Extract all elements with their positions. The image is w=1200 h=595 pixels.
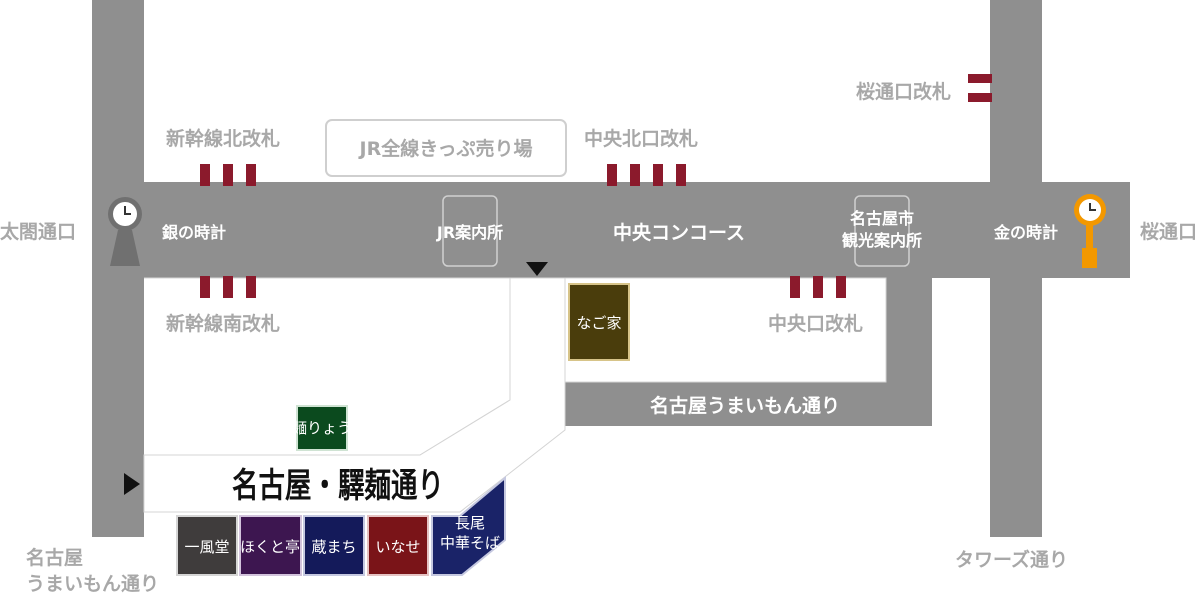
gate-marker	[968, 93, 992, 102]
shop-name: 蔵まち	[311, 538, 356, 556]
tourist-info-desk[interactable]	[854, 195, 910, 267]
shop-tile	[303, 515, 365, 576]
shop-tile	[431, 475, 506, 576]
shinkansen-south-gate-label: 新幹線南改札	[166, 312, 280, 335]
shop-menryou[interactable]: 麺りょう	[292, 405, 352, 451]
shop-nagoya[interactable]: なご家	[568, 283, 630, 361]
shop-nagao-chuka-soba[interactable]: 長尾 中華そば	[431, 475, 506, 576]
gate-marker	[246, 164, 256, 186]
gate-marker	[223, 164, 233, 186]
umaimon-room-outline	[564, 277, 887, 383]
corridors	[92, 0, 1130, 537]
shop-inase[interactable]: いなせ	[367, 515, 429, 576]
sakura-dori-exit-label: 桜通口	[1140, 220, 1197, 243]
umaimon-connector	[886, 278, 932, 426]
chuo-north-gate-label: 中央北口改札	[584, 127, 698, 150]
shop-name: ほくと亭	[240, 538, 300, 556]
shop-name-line2: 中華そば	[440, 534, 500, 552]
shop-tile	[176, 515, 238, 576]
central-concourse-corridor	[92, 182, 1130, 278]
shop-name-line1: 長尾	[455, 514, 485, 532]
gate-marker	[968, 74, 992, 83]
shop-name: なご家	[576, 314, 621, 332]
triangle-down-icon	[526, 262, 548, 276]
tourist-info-label-1: 名古屋市	[850, 209, 914, 228]
gate-marker	[200, 276, 210, 298]
gold-clock-icon	[1074, 194, 1106, 268]
gate-marker	[790, 276, 800, 298]
umaimon-dori-label: 名古屋うまいもん通り	[650, 394, 840, 417]
triangle-right-icon	[124, 473, 140, 495]
sakura-gate-label: 桜通口改札	[856, 80, 951, 103]
ramen-street-title: 名古屋・驛麺通り	[232, 466, 444, 506]
shop-kuramachi[interactable]: 蔵まち	[303, 515, 365, 576]
shop-tile	[296, 405, 348, 451]
jr-info-desk-label: JR案内所	[436, 223, 503, 242]
shop-hokutotei[interactable]: ほくと亭	[239, 515, 302, 576]
shop-ippudo[interactable]: 一風堂	[176, 515, 238, 576]
gate-marker	[676, 164, 686, 186]
umaimon-exit-label-1: 名古屋	[26, 546, 83, 569]
tourist-info-label-2: 観光案内所	[842, 231, 922, 250]
shop-tile	[568, 283, 630, 361]
shop-tile	[239, 515, 302, 576]
silver-clock-icon	[108, 197, 142, 266]
jr-ticket-office-label: JR全線きっぷ売り場	[358, 137, 533, 160]
shop-tile	[367, 515, 429, 576]
umaimon-exit-label-2: うまいもん通り	[26, 573, 159, 595]
gate-marker	[607, 164, 617, 186]
jr-ticket-office[interactable]	[325, 119, 567, 177]
gate-marker	[653, 164, 663, 186]
gate-marker	[630, 164, 640, 186]
gate-marker	[813, 276, 823, 298]
umaimon-corridor	[565, 382, 932, 426]
taiko-dori-exit-label: 太閤通口	[0, 220, 76, 243]
gold-clock-label: 金の時計	[993, 223, 1058, 242]
gate-marker	[223, 276, 233, 298]
chuo-gate-label: 中央口改札	[768, 312, 863, 335]
shinkansen-north-gate-label: 新幹線北改札	[166, 127, 280, 150]
gate-marker	[246, 276, 256, 298]
gate-marker	[836, 276, 846, 298]
gate-markers	[200, 74, 992, 298]
shop-name: 麺りょう	[292, 419, 352, 437]
silver-clock-label: 銀の時計	[162, 223, 226, 242]
central-concourse-label: 中央コンコース	[613, 221, 745, 244]
towers-dori-label: タワーズ通り	[955, 548, 1068, 571]
shop-name: 一風堂	[184, 538, 229, 556]
jr-info-desk[interactable]	[442, 195, 498, 267]
shop-name: いなせ	[375, 538, 420, 556]
gate-marker	[200, 164, 210, 186]
